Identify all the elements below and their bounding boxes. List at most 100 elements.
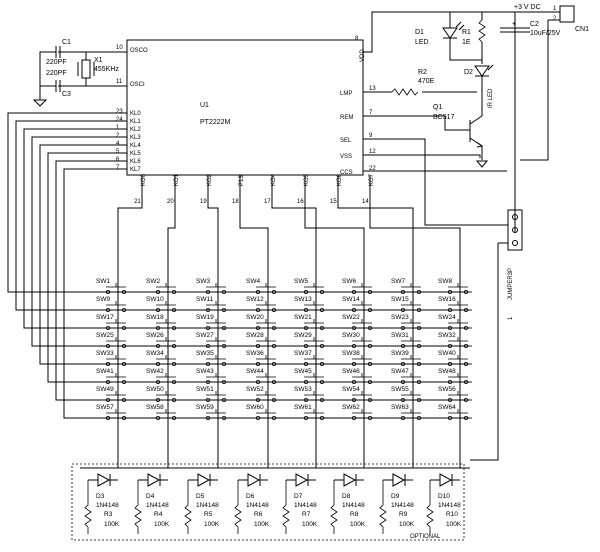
switch-label: SW58 <box>146 404 164 411</box>
pin-num-11: 11 <box>116 79 123 85</box>
switch-sw40: SW40 <box>434 350 472 366</box>
switch-label: SW8 <box>438 278 452 285</box>
switch-sw28: SW28 <box>242 332 280 348</box>
switch-label: SW30 <box>342 332 360 339</box>
resistor-ref: R10 <box>446 511 458 518</box>
switch-label: SW39 <box>391 350 409 357</box>
switch-sw53: SW53 <box>290 386 328 402</box>
switch-label: SW64 <box>438 404 456 411</box>
pin-name-ko7: KO7 <box>369 173 375 186</box>
pin-name-kl0: KL0 <box>130 111 141 117</box>
switch-label: SW16 <box>438 296 456 303</box>
switch-label: SW10 <box>146 296 164 303</box>
switch-label: SW5 <box>294 278 308 285</box>
c2-val: 10uF/25V <box>530 30 561 37</box>
pin-num-ko4: 17 <box>264 199 271 205</box>
switch-sw61: SW61 <box>290 404 328 420</box>
switch-label: SW27 <box>196 332 214 339</box>
switch-sw30: SW30 <box>338 332 376 348</box>
led-d1 <box>442 27 458 39</box>
switch-label: SW55 <box>391 386 409 393</box>
switch-label: SW25 <box>96 332 114 339</box>
switch-label: SW44 <box>246 368 264 375</box>
crystal-x1 <box>81 59 91 79</box>
jumper-3p <box>507 209 523 251</box>
switch-sw16: SW16 <box>434 296 472 312</box>
switch-sw8: SW8 <box>434 278 472 294</box>
pin-num-ko2: 19 <box>200 199 207 205</box>
switch-sw12: SW12 <box>242 296 280 312</box>
resistor-r1 <box>478 19 486 43</box>
switch-sw24: SW24 <box>434 314 472 330</box>
r2-val: 470E <box>418 78 435 85</box>
pin-name-kl7: KL7 <box>130 167 141 173</box>
switch-sw4: SW4 <box>242 278 280 294</box>
ic-part: PT2222M <box>200 119 231 126</box>
c2-plus: + <box>512 21 516 28</box>
switch-sw45: SW45 <box>290 368 328 384</box>
switch-sw63: SW63 <box>387 404 425 420</box>
pin-num-ko1: 20 <box>167 199 174 205</box>
switch-label: SW18 <box>146 314 164 321</box>
pin-name-rem: REM <box>340 115 353 121</box>
switch-sw57: SW57 <box>92 404 130 420</box>
resistor-r5: R5 100K <box>184 480 220 534</box>
c1-ref: C1 <box>62 39 71 46</box>
ic-ref: U1 <box>200 102 209 109</box>
diode-val: 1N4148 <box>438 502 461 509</box>
switch-sw15: SW15 <box>387 296 425 312</box>
pin-num-kl7: 7 <box>116 165 120 171</box>
switch-label: SW9 <box>96 296 110 303</box>
c3-ref: C3 <box>62 91 71 98</box>
switch-sw37: SW37 <box>290 350 328 366</box>
resistor-val: 100K <box>104 521 120 528</box>
diode-ref: D9 <box>391 493 400 500</box>
switch-label: SW6 <box>342 278 356 285</box>
switch-sw60: SW60 <box>242 404 280 420</box>
switch-label: SW51 <box>196 386 214 393</box>
resistor-ref: R5 <box>204 511 213 518</box>
pin-name-sel: SEL <box>340 138 352 144</box>
switch-sw7: SW7 <box>387 278 425 294</box>
resistor-val: 100K <box>204 521 220 528</box>
pin-name-ko6: KO6 <box>337 173 343 186</box>
diode-ref: D8 <box>342 493 351 500</box>
switch-label: SW14 <box>342 296 360 303</box>
resistor-val: 100K <box>399 521 415 528</box>
pin-num-7r: 7 <box>369 110 373 116</box>
connector-cn1 <box>559 5 575 23</box>
resistor-ref: R9 <box>399 511 408 518</box>
d1-ref: D1 <box>415 29 424 36</box>
switch-sw26: SW26 <box>142 332 180 348</box>
switch-label: SW29 <box>294 332 312 339</box>
resistor-ref: R6 <box>254 511 263 518</box>
pin-name-vdd: VDD <box>360 49 366 62</box>
cn1-p2: 2 <box>553 16 557 22</box>
switch-label: SW61 <box>294 404 312 411</box>
switch-label: SW60 <box>246 404 264 411</box>
switch-sw22: SW22 <box>338 314 376 330</box>
pin-name-ko4: KO4 <box>271 173 277 186</box>
switch-sw64: SW64 <box>434 404 472 420</box>
switch-label: SW50 <box>146 386 164 393</box>
pin-name-kl3: KL3 <box>130 135 141 141</box>
pin-name-kl6: KL6 <box>130 159 141 165</box>
switch-sw50: SW50 <box>142 386 180 402</box>
switch-label: SW62 <box>342 404 360 411</box>
switch-sw23: SW23 <box>387 314 425 330</box>
diode-val: 1N4148 <box>294 502 317 509</box>
resistor-r9: R9 100K <box>379 480 415 534</box>
pin-name-osco: OSCO <box>130 48 148 54</box>
pin-num-kl4: 4 <box>116 141 120 147</box>
switch-label: SW28 <box>246 332 264 339</box>
pin-name-osci: OSCI <box>130 82 145 88</box>
switch-label: SW43 <box>196 368 214 375</box>
diode-ref: D5 <box>196 493 205 500</box>
switch-sw1: SW1 <box>92 278 130 294</box>
resistor-val: 100K <box>446 521 462 528</box>
